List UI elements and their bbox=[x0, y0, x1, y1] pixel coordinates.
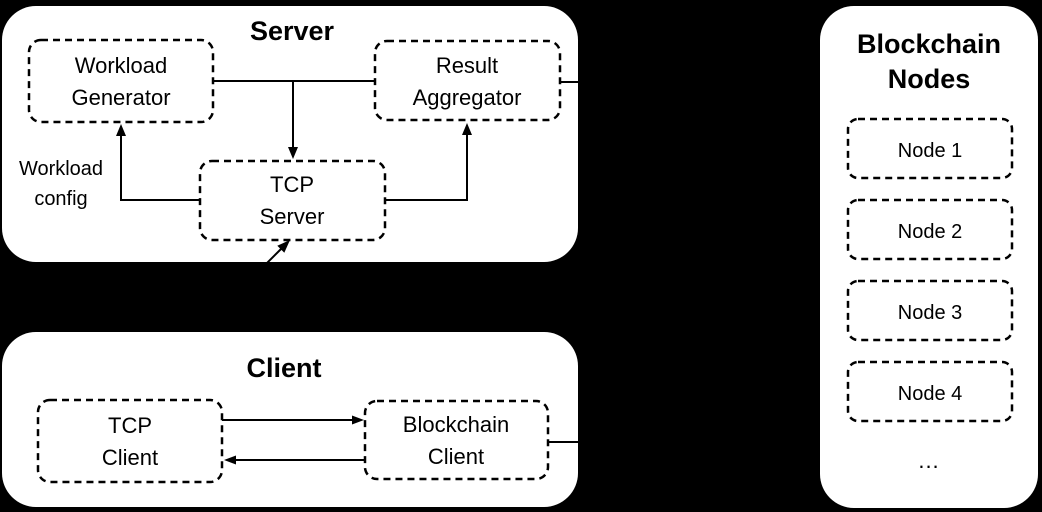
workload-config-edge-label: Workload config bbox=[19, 158, 103, 210]
node-4-box: Node 4 bbox=[846, 360, 1014, 423]
workload-generator-border bbox=[27, 38, 215, 124]
tcp-client-label-line2: Client bbox=[102, 445, 158, 470]
tcp-server-border bbox=[198, 159, 387, 242]
node-2-border bbox=[846, 198, 1014, 261]
arrowhead-into-generator bbox=[116, 124, 126, 136]
blockchain-client-label-line2: Client bbox=[428, 444, 484, 469]
arrowhead-into-tcp-server-bottom bbox=[277, 240, 290, 253]
blockchain-client-label-line1: Blockchain bbox=[403, 412, 509, 437]
node-1-box: Node 1 bbox=[846, 117, 1014, 180]
node-3-border bbox=[846, 279, 1014, 342]
node-4-border bbox=[846, 360, 1014, 423]
node-4-label: Node 4 bbox=[898, 383, 963, 405]
nodes-ellipsis: ... bbox=[918, 448, 939, 473]
workload-generator-label-line2: Generator bbox=[71, 85, 170, 110]
node-2-box: Node 2 bbox=[846, 198, 1014, 261]
blockchain-nodes-title-line1: Blockchain bbox=[857, 29, 1001, 59]
result-aggregator-border bbox=[373, 39, 562, 122]
blockchain-client-border bbox=[363, 399, 550, 481]
workload-config-label-line2: config bbox=[34, 188, 87, 210]
tcp-client-label-line1: TCP bbox=[108, 413, 152, 438]
result-aggregator-label-line1: Result bbox=[436, 53, 498, 78]
tcp-client-box: TCP Client bbox=[36, 398, 224, 484]
server-connectors bbox=[116, 80, 819, 201]
node-3-label: Node 3 bbox=[898, 302, 963, 324]
tcp-server-label-line2: Server bbox=[260, 204, 325, 229]
connector-tcp-to-aggregator bbox=[385, 135, 468, 201]
connector-tcp-to-generator bbox=[120, 136, 200, 201]
node-3-box: Node 3 bbox=[846, 279, 1014, 342]
arrowhead-into-tcp-server bbox=[288, 147, 298, 159]
server-title: Server bbox=[250, 16, 335, 46]
result-aggregator-label-line2: Aggregator bbox=[413, 85, 522, 110]
arrowhead-into-aggregator bbox=[462, 123, 472, 135]
blockchain-nodes-title-line2: Nodes bbox=[888, 64, 971, 94]
workload-generator-label-line1: Workload bbox=[75, 53, 168, 78]
blockchain-client-box: Blockchain Client bbox=[363, 399, 550, 481]
client-title: Client bbox=[246, 353, 321, 383]
node-2-label: Node 2 bbox=[898, 221, 963, 243]
arrowhead-into-tcp-client-side bbox=[224, 455, 236, 465]
arrowhead-into-blockchain-client bbox=[352, 415, 364, 425]
workload-generator-box: Workload Generator bbox=[27, 38, 215, 124]
node-1-border bbox=[846, 117, 1014, 180]
result-aggregator-box: Result Aggregator bbox=[373, 39, 562, 122]
workload-config-label-line1: Workload bbox=[19, 158, 103, 180]
tcp-client-border bbox=[36, 398, 224, 484]
node-1-label: Node 1 bbox=[898, 140, 963, 162]
tcp-server-label-line1: TCP bbox=[270, 172, 314, 197]
tcp-server-box: TCP Server bbox=[198, 159, 387, 242]
